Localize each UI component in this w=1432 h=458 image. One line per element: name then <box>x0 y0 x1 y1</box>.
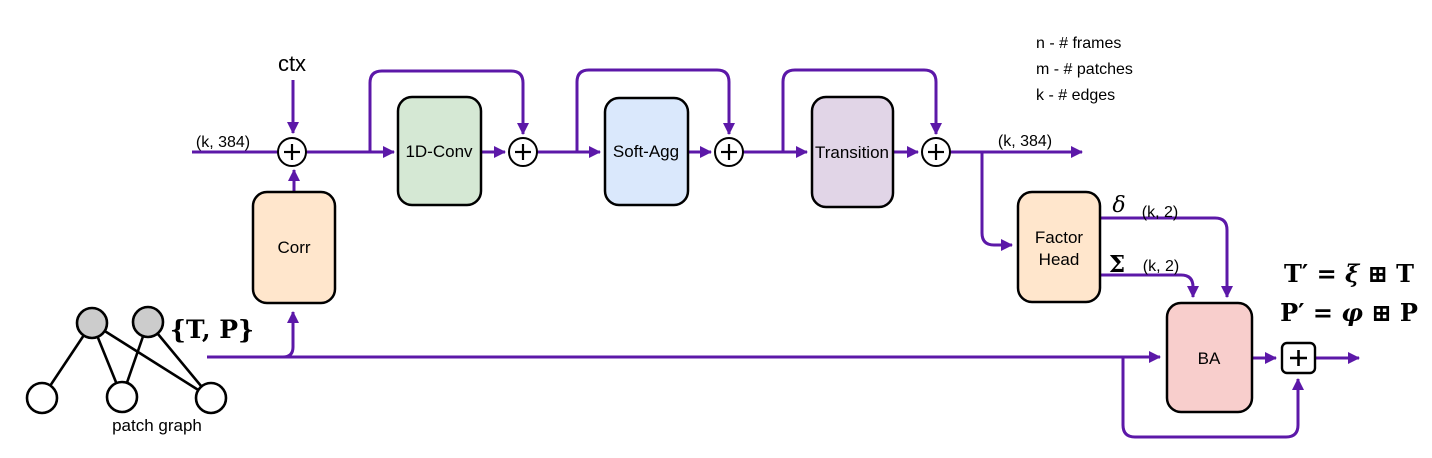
eq2-rhs: P <box>1400 298 1418 327</box>
wire-skip-transition <box>781 68 942 152</box>
sigma-label: Σ <box>1109 251 1125 278</box>
sigma-dim-label: (k, 2) <box>1143 258 1179 275</box>
wire-skip-softagg <box>575 68 735 152</box>
ba-label: BA <box>1198 349 1221 368</box>
corr-block <box>251 190 337 305</box>
eq2-greek: φ <box>1341 298 1363 327</box>
soft-agg-block <box>603 96 690 207</box>
ctx-label: ctx <box>278 51 306 76</box>
soft-agg-label: Soft-Agg <box>613 142 679 161</box>
legend-frames: n - # frames <box>1036 35 1121 52</box>
blocks: Corr 1D-Conv Soft-Agg Transition Factor … <box>251 95 1254 414</box>
transition-label: Transition <box>815 143 889 162</box>
eq1-lhs: T′ = <box>1284 259 1345 288</box>
legend-edges: k - # edges <box>1036 87 1115 104</box>
wire-to-factor-head <box>980 152 1013 251</box>
frame-node <box>75 306 109 340</box>
delta-dim-label: (k, 2) <box>1142 204 1178 221</box>
graph-edge <box>146 321 213 399</box>
frame-node <box>131 305 165 339</box>
eq1-op: ⊞ <box>1359 259 1396 288</box>
patch-graph: patch graph {T, P} <box>25 305 254 435</box>
wires <box>192 68 1360 439</box>
patch-node <box>25 381 59 415</box>
graph-edge <box>91 321 212 400</box>
eq1-greek: ξ <box>1345 259 1361 288</box>
patch-update-equation: P′ = φ ⊞ P <box>1280 298 1418 327</box>
patch-graph-caption: patch graph <box>112 416 202 435</box>
transition-block <box>810 95 895 209</box>
eq1-rhs: T <box>1396 259 1414 288</box>
patch-node <box>105 380 139 414</box>
factor-head-block <box>1016 190 1102 304</box>
factor-head-label-line1: Factor <box>1035 228 1084 247</box>
output-dim-label: (k, 384) <box>998 133 1052 150</box>
annotations: ctx (k, 384) (k, 384) δ (k, 2) Σ (k, 2) … <box>196 35 1418 327</box>
tp-set-label: {T, P} <box>170 315 254 344</box>
wire-state-bypass-to-boxplus <box>1121 357 1304 439</box>
plus-circle-2 <box>508 137 538 167</box>
corr-label: Corr <box>277 238 310 257</box>
eq2-op: ⊞ <box>1363 298 1400 327</box>
conv-block <box>396 95 483 207</box>
plus-circle-3 <box>714 137 744 167</box>
plus-circle-4 <box>921 137 951 167</box>
patch-node <box>194 381 228 415</box>
wire-sigma-to-ba <box>1100 273 1199 298</box>
conv-label: 1D-Conv <box>405 142 473 161</box>
delta-label: δ <box>1112 193 1125 218</box>
plus-circle-1 <box>277 137 307 167</box>
wire-state-to-corr <box>282 311 299 359</box>
wire-skip-conv <box>368 69 529 152</box>
ba-block <box>1165 301 1254 414</box>
factor-head-label-line2: Head <box>1039 250 1080 269</box>
wire-delta-to-ba <box>1100 216 1233 298</box>
boxed-plus-operator <box>1280 341 1317 375</box>
sum-operators <box>277 137 1317 375</box>
eq2-lhs: P′ = <box>1280 298 1341 327</box>
input-dim-label: (k, 384) <box>196 134 250 151</box>
legend-patches: m - # patches <box>1036 61 1133 78</box>
pose-update-equation: T′ = ξ ⊞ T <box>1284 259 1414 288</box>
